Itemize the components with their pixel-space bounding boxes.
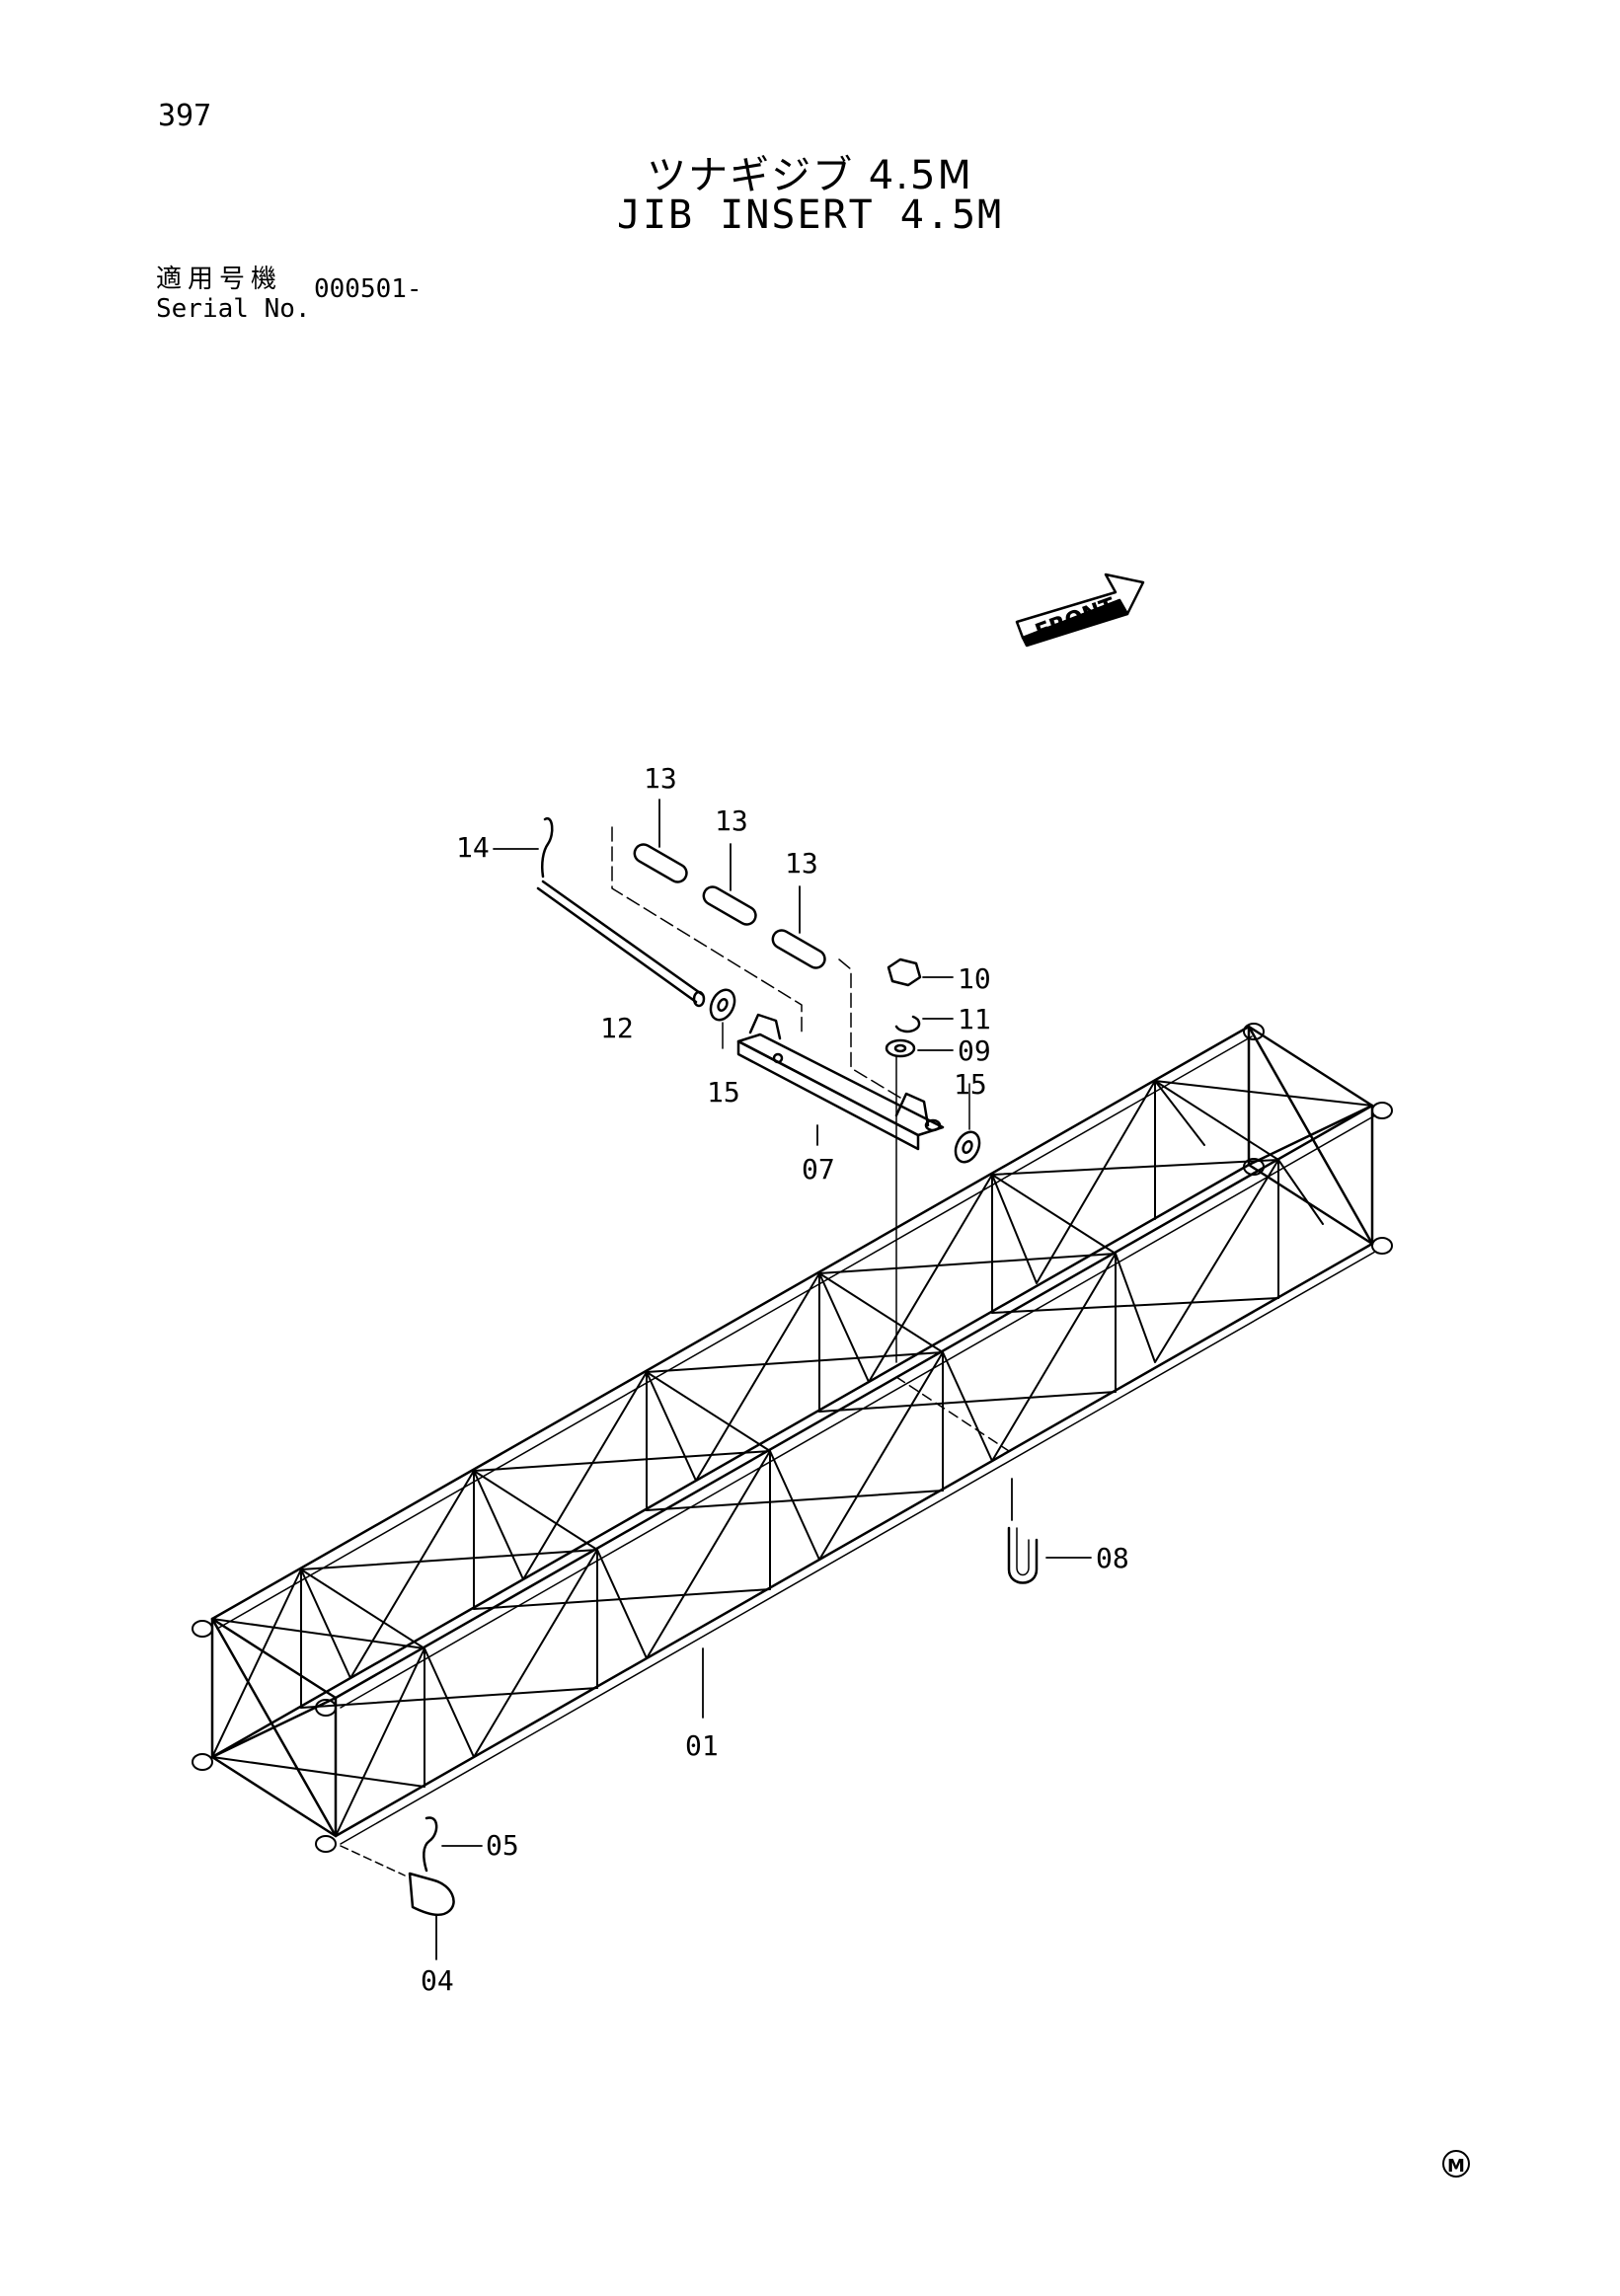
bracket-part-07 [736,1013,945,1151]
callout-04: 04 [421,1964,454,1997]
washers-part-15 [709,988,981,1164]
page-number: 397 [158,99,212,133]
pin-part-04 [340,1845,455,1960]
callout-12: 12 [600,1012,634,1044]
callout-07: 07 [802,1153,835,1186]
callout-11: 11 [958,1003,991,1035]
washer-part-09 [885,1038,954,1363]
serial-label-japanese: 適用号機 [156,265,283,294]
nut-part-10 [887,957,954,987]
footer-mark-label: M [1447,2156,1465,2177]
title-japanese: ツナギジブ 4.5M [647,153,973,198]
title-english: JIB INSERT 4.5M [616,192,1004,238]
callout-13-b: 13 [715,804,748,837]
callout-13-c: 13 [785,847,818,880]
front-arrow-icon: FRONT [1015,573,1145,648]
callout-10: 10 [958,962,991,995]
callout-15-a: 15 [707,1076,740,1109]
callout-13-a: 13 [644,762,677,795]
callout-15-b: 15 [954,1068,987,1101]
manufacturer-mark-icon: M [1442,2150,1470,2178]
pin-rod-part-12 [536,880,706,1008]
r-pin-part-05 [423,1816,483,1873]
callout-08: 08 [1096,1542,1129,1574]
lock-washer-part-11 [894,1015,954,1033]
u-bolt-part-08 [895,1376,1092,1584]
r-pin-part-14 [493,816,554,879]
lattice-jib-frame [192,1023,1393,1853]
sleeves-part-13 [611,799,901,1099]
callout-14: 14 [456,831,490,864]
serial-label-english: Serial No. [156,294,311,324]
serial-number-value: 000501- [314,274,423,304]
callout-05: 05 [486,1829,519,1862]
callout-09: 09 [958,1034,991,1067]
front-arrow-label: FRONT [1033,593,1119,645]
callout-01: 01 [685,1729,719,1762]
